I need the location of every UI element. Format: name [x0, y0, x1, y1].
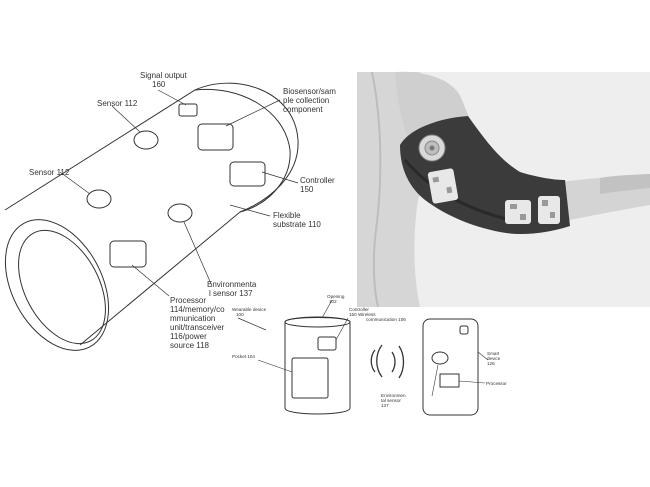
environmental-sensor-component [167, 203, 193, 223]
flexible-substrate-label: Flexible substrate 110 [273, 211, 321, 229]
signal-output-component [178, 103, 198, 117]
sleeve-patch-icon [538, 196, 560, 224]
camera-icon [459, 325, 469, 335]
controller-small-component [317, 336, 337, 351]
env-sensor-small-label: Environmen tal sensor 137 [381, 393, 407, 408]
sleeve-patch-icon [427, 168, 459, 204]
controller-label: Controller 150 [300, 176, 337, 194]
processor-label: Processor 114/memory/co mmunication unit… [170, 296, 227, 350]
arm-photo [357, 71, 650, 308]
wearable-device-label: Wearable device 100 [232, 307, 267, 317]
processor-small-label: Processor [486, 381, 507, 386]
controller-component [229, 161, 266, 187]
signal-output-label: Signal output 160 [140, 71, 189, 89]
leader-lines [59, 89, 299, 331]
opening-label: Opening 102 [327, 294, 346, 304]
biosensor-label: Biosensor/sam ple collection component [283, 87, 338, 114]
sensor-left-label: Sensor 112 [29, 168, 70, 177]
pocket-compartment [291, 357, 329, 399]
env-sensor-small-component [431, 351, 449, 365]
biosensor-component [197, 123, 234, 151]
sleeve-patch-icon [505, 200, 531, 224]
controller-wireless-label: Controller 150 Wireless communication 10… [349, 307, 406, 322]
sensor-top-label: Sensor 112 [97, 99, 138, 108]
wearable-pocket-diagram [257, 299, 351, 415]
sensor-component [133, 130, 159, 150]
smart-device-label: Smart device 126 [487, 351, 502, 366]
environmental-sensor-label: Environmenta l sensor 137 [207, 280, 259, 298]
sleeve-opening [4, 219, 110, 351]
pocket-label: Pocket 104 [232, 354, 255, 359]
smart-device-diagram [422, 318, 489, 416]
wireless-signal-icon [370, 344, 405, 379]
round-sensor-icon [418, 134, 446, 162]
sensor-component [86, 189, 112, 209]
cylinder-device-diagram [4, 82, 299, 351]
processor-component [109, 240, 147, 268]
processor-small-component [439, 373, 460, 388]
